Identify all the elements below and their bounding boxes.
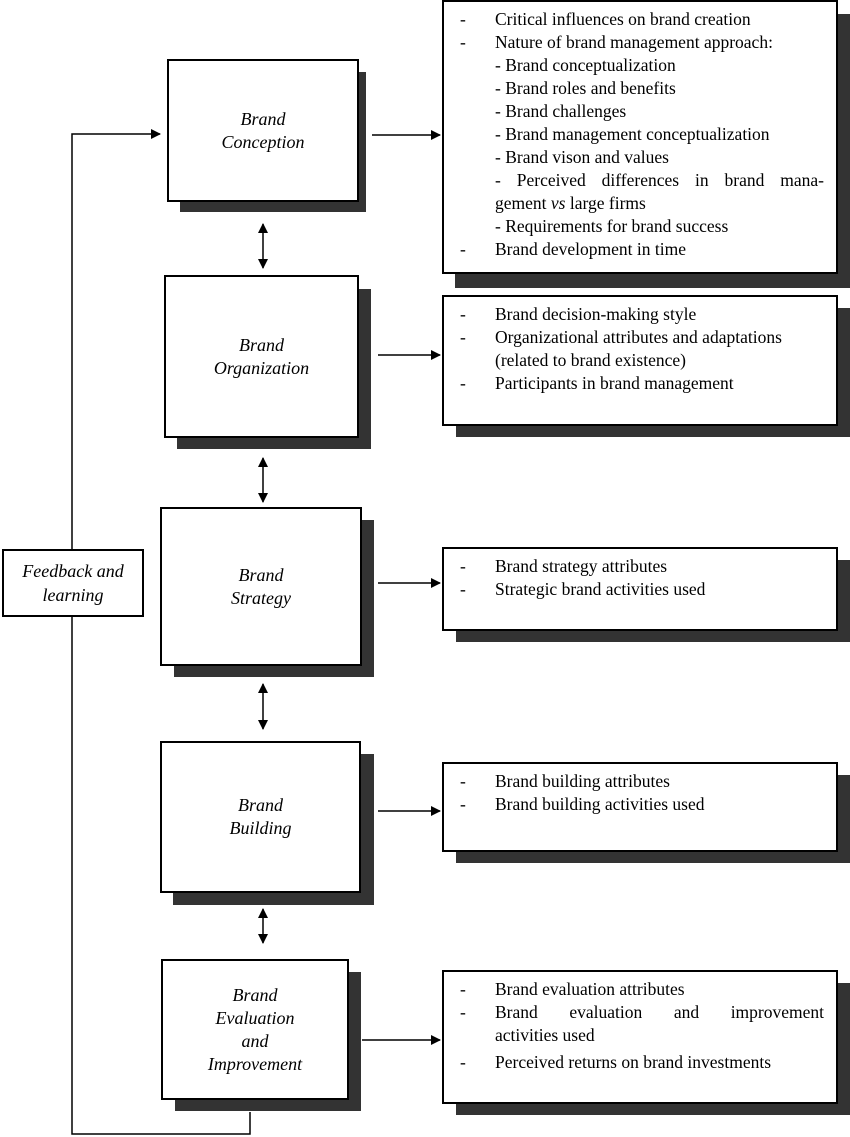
stage-brand-conception: Brand Conception [167,59,359,202]
detail-item: Brand evaluation attributes [495,979,685,999]
detail-item: activities used [495,1025,595,1045]
stage-label-line: Brand [239,334,284,355]
detail-item: Perceived returns on brand investments [495,1052,772,1072]
detail-subitem: - Perceived differences in brand mana- [495,170,824,190]
stage-label-line: Brand [240,108,286,129]
detail-italic: vs [550,193,566,213]
detail-subitem: large firms [569,193,646,213]
detail-subitem: - Brand management conceptualization [495,124,770,144]
stage-label-line: Strategy [231,587,291,608]
feedback-box: Feedback and learning [2,549,144,617]
detail-item: Participants in brand management [495,373,734,393]
stage-label-line: Building [229,818,292,838]
details-conception: -Critical influences on brand creation -… [442,0,838,274]
detail-subitem: - Brand vison and values [495,147,669,167]
detail-subitem: - Requirements for brand success [495,216,729,236]
detail-item: (related to brand existence) [495,350,686,370]
feedback-line-2: learning [42,585,104,605]
details-organization: -Brand decision-making style -Organizati… [442,295,838,426]
stage-label-line: Brand [232,984,278,1005]
details-evaluation: -Brand evaluation attributes -Brand eval… [442,970,838,1104]
stage-brand-building: Brand Building [160,741,361,893]
detail-item: Brand strategy attributes [495,556,668,576]
stage-label-line: Brand [238,564,284,585]
detail-item: Brand building activities used [495,794,705,814]
feedback-loop-line [71,129,161,549]
detail-subitem: - Brand challenges [495,101,627,121]
detail-item: Brand evaluation and improvement [495,1002,824,1022]
stage-label-line: Evaluation [215,1007,295,1028]
stage-label-line: Organization [213,357,310,378]
stage-label-line: Improvement [207,1053,303,1074]
detail-item: Nature of brand management approach: [495,32,773,52]
detail-subitem: - Brand roles and benefits [495,78,676,98]
feedback-line-1: Feedback and [22,561,124,581]
stage-brand-organization: Brand Organization [164,275,359,438]
details-strategy: -Brand strategy attributes -Strategic br… [442,547,838,631]
stage-label-line: Conception [221,131,305,152]
detail-item: Critical influences on brand creation [495,9,751,29]
stage-brand-strategy: Brand Strategy [160,507,362,666]
stage-label-line: Brand [238,795,283,815]
details-building: -Brand building attributes -Brand buildi… [442,762,838,852]
detail-item: Organizational attributes and adaptation… [495,327,782,347]
detail-item: Brand building attributes [495,771,670,791]
detail-subitem: - Brand conceptualization [495,55,676,75]
detail-subitem: gement [495,193,547,213]
stage-label-line: and [241,1030,269,1051]
feedback-return-line [71,616,251,1135]
detail-item: Strategic brand activities used [495,579,706,599]
detail-item: Brand decision-making style [495,304,697,324]
detail-item: Brand development in time [495,239,686,259]
stage-brand-evaluation: Brand Evaluation and Improvement [161,959,349,1100]
